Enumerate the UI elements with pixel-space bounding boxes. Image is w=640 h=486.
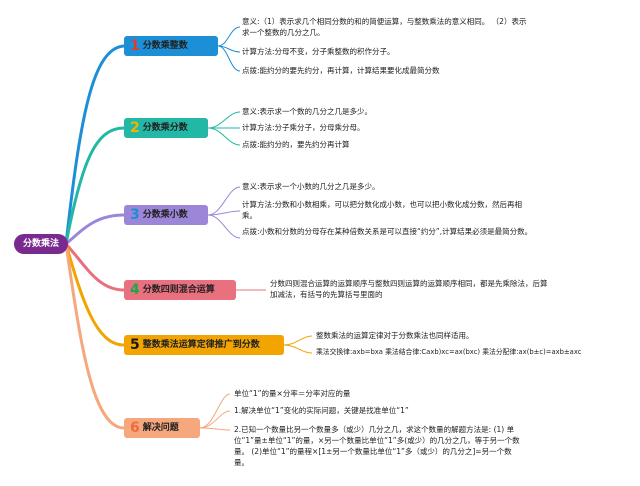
note-text: 点拨:小数和分数的分母存在某种倍数关系是可以直接“约分”,计算结果必须是最简分数…: [242, 227, 533, 236]
root-connector-1: [64, 44, 126, 246]
branch-label: 分数四则混合运算: [142, 285, 215, 295]
branch-number: 3: [130, 207, 140, 223]
note-connector-6a: [199, 393, 231, 429]
note-text: 计算方法:分母不变，分子乘整数的积作分子。: [242, 47, 395, 56]
branch-number: 1: [130, 38, 140, 54]
root-connector-2: [64, 126, 126, 246]
note-connector-2a: [207, 111, 241, 129]
branch-label: 整数乘法运算定律推广到分数: [142, 340, 260, 350]
note-text: 乘法交换律:axb=bxa 乘法结合律:Caxb)xc=ax(bxc) 乘法分配…: [316, 348, 582, 356]
root-connector-4: [64, 242, 126, 292]
note-connector-3a: [207, 186, 241, 216]
branch-number: 4: [130, 282, 140, 298]
root-topic[interactable]: 分数乘法: [14, 234, 68, 254]
note-text: 2.已知一个数量比另一个数量多（或少）几分之几，求这个数量的解题方法是: (1)…: [234, 425, 520, 467]
root-connector-3: [64, 213, 126, 246]
note-text: 计算方法:分子乘分子，分母乘分母。: [242, 123, 365, 132]
note-text: 点拨:能约分的，要先约分再计算: [242, 140, 350, 149]
note-connector-6b: [199, 410, 231, 429]
note-text: 单位“1”的量×分率＝分率对应的量: [234, 389, 351, 398]
branch-label: 分数乘分数: [142, 123, 188, 133]
note-connector-3b: [207, 210, 241, 216]
note-connector-1a: [217, 26, 241, 47]
note-connector-1c: [217, 45, 241, 72]
note-connector-3c: [207, 214, 241, 239]
branch-label: 分数乘小数: [142, 210, 188, 220]
branch-number: 6: [130, 420, 140, 436]
branch-number: 5: [130, 337, 140, 353]
note-text: 意义:（1）表示求几个相同分数的和的简便运算，与整数乘法的意义相同。 （2）表示…: [242, 17, 527, 37]
note-text: 意义:表示求一个小数的几分之几是多少。: [242, 182, 380, 191]
note-text: 1.解决单位“1”变化的实际问题，关键是找准单位“1”: [234, 406, 409, 415]
branch-label: 分数乘整数: [142, 41, 188, 51]
note-text: 分数四则混合运算的运算顺序与整数四则运算的运算顺序相同，都是先乘除法，后算加减法…: [270, 279, 548, 299]
note-connector-5b: [283, 344, 313, 354]
note-text: 点拨:能约分的要先约分，再计算，计算结果要化成最简分数: [242, 66, 440, 75]
note-connector-2c: [207, 127, 241, 146]
note-text: 计算方法:分数和小数相乘，可以把分数化成小数，也可以把小数化成分数，然后再相乘。: [242, 200, 523, 220]
note-connector-5a: [283, 335, 313, 346]
root-connector-6: [64, 242, 126, 430]
root-connector-5: [64, 242, 126, 347]
note-text: 整数乘法的运算定律对于分数乘法也同样适用。: [316, 331, 474, 340]
branch-number: 2: [130, 120, 140, 136]
note-connector-6c: [199, 427, 231, 431]
branch-label: 解决问题: [142, 423, 179, 433]
note-text: 意义:表示求一个数的几分之几是多少。: [242, 107, 373, 116]
